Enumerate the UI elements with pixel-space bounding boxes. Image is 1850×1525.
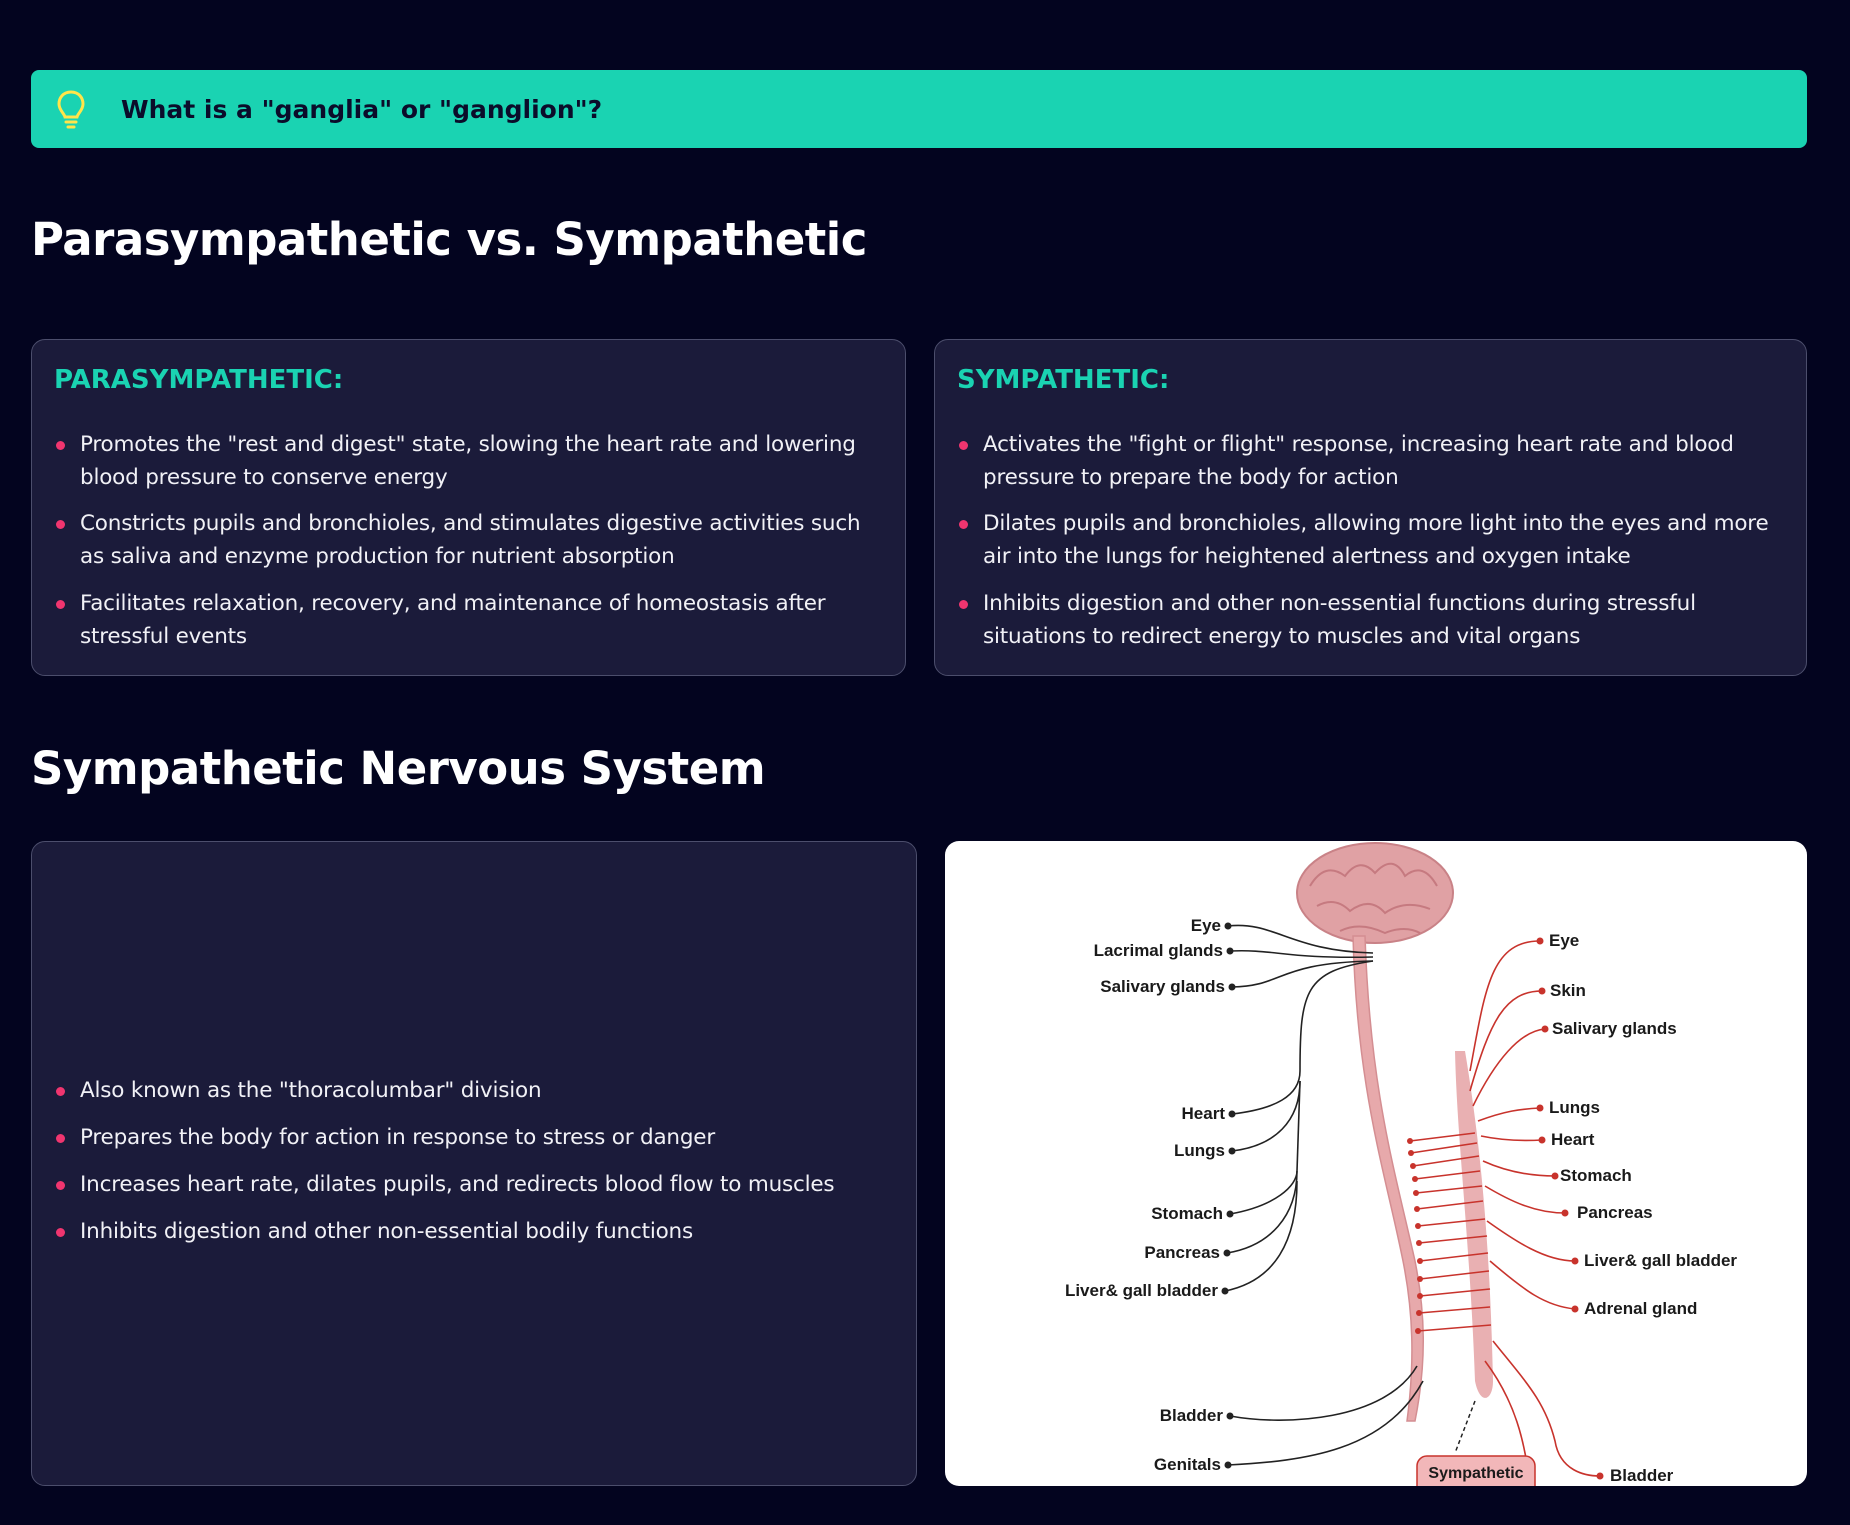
left-label-salivary: Salivary glands: [1100, 977, 1225, 996]
right-label-eye: Eye: [1549, 931, 1579, 950]
right-label-salivary: Salivary glands: [1552, 1019, 1677, 1038]
list-item: Constricts pupils and bronchioles, and s…: [55, 507, 885, 573]
chain-pointer: [1454, 1400, 1476, 1454]
list-item: Inhibits digestion and other non-essenti…: [55, 1215, 895, 1248]
sympathetic-dots: [1407, 937, 1604, 1480]
sns-list: Also known as the "thoracolumbar" divisi…: [55, 1074, 895, 1248]
list-item: Also known as the "thoracolumbar" divisi…: [55, 1074, 895, 1107]
sns-title: Sympathetic Nervous System: [31, 742, 766, 795]
right-label-skin: Skin: [1550, 981, 1586, 1000]
spinal-cord: [1352, 935, 1425, 1422]
list-item: Increases heart rate, dilates pupils, an…: [55, 1168, 895, 1201]
chain-label: Sympathetic: [1428, 1465, 1523, 1482]
left-label-pancreas: Pancreas: [1144, 1243, 1220, 1262]
left-label-stomach: Stomach: [1151, 1204, 1223, 1223]
comparison-title: Parasympathetic vs. Sympathetic: [31, 213, 867, 266]
list-item: Facilitates relaxation, recovery, and ma…: [55, 587, 885, 653]
left-label-lungs: Lungs: [1174, 1141, 1225, 1160]
right-label-heart: Heart: [1551, 1130, 1595, 1149]
list-item: Promotes the "rest and digest" state, sl…: [55, 428, 885, 494]
right-label-adrenal: Adrenal gland: [1584, 1299, 1697, 1318]
left-label-bladder: Bladder: [1160, 1406, 1224, 1425]
sympathetic-chain: [1455, 1051, 1493, 1398]
list-item: Inhibits digestion and other non-essenti…: [958, 587, 1793, 653]
diagram-svg: Eye Lacrimal glands Salivary glands Hear…: [1065, 842, 1737, 1486]
right-label-stomach: Stomach: [1560, 1166, 1632, 1185]
nervous-system-diagram: Eye Lacrimal glands Salivary glands Hear…: [945, 841, 1807, 1486]
list-item: Activates the "fight or flight" response…: [958, 428, 1793, 494]
parasympathetic-dots: [1221, 922, 1236, 1469]
sympathetic-panel: SYMPATHETIC: Activates the "fight or fli…: [934, 339, 1807, 676]
right-label-pancreas: Pancreas: [1577, 1203, 1653, 1222]
right-label-liver: Liver& gall bladder: [1584, 1251, 1737, 1270]
parasympathetic-nerves: [1224, 924, 1424, 1466]
left-label-liver: Liver& gall bladder: [1065, 1281, 1218, 1300]
sns-panel: Also known as the "thoracolumbar" divisi…: [31, 841, 917, 1486]
brain-icon: [1296, 842, 1454, 944]
right-label-lungs: Lungs: [1549, 1098, 1600, 1117]
left-label-eye: Eye: [1191, 916, 1221, 935]
parasympathetic-panel: PARASYMPATHETIC: Promotes the "rest and …: [31, 339, 906, 676]
parasympathetic-heading: PARASYMPATHETIC:: [54, 365, 344, 395]
list-item: Dilates pupils and bronchioles, allowing…: [958, 507, 1793, 573]
sympathetic-heading: SYMPATHETIC:: [957, 365, 1170, 395]
callout-question: What is a "ganglia" or "ganglion"?: [121, 94, 603, 124]
left-label-lacrimal: Lacrimal glands: [1094, 941, 1223, 960]
left-label-genitals: Genitals: [1154, 1455, 1221, 1474]
ganglia-callout[interactable]: What is a "ganglia" or "ganglion"?: [31, 70, 1807, 148]
left-label-heart: Heart: [1182, 1104, 1226, 1123]
right-label-bladder: Bladder: [1610, 1466, 1674, 1485]
chain-label-box: [1416, 1455, 1536, 1486]
lightbulb-icon: [51, 87, 91, 131]
list-item: Prepares the body for action in response…: [55, 1121, 895, 1154]
parasympathetic-list: Promotes the "rest and digest" state, sl…: [55, 428, 885, 653]
sympathetic-list: Activates the "fight or flight" response…: [958, 428, 1793, 653]
